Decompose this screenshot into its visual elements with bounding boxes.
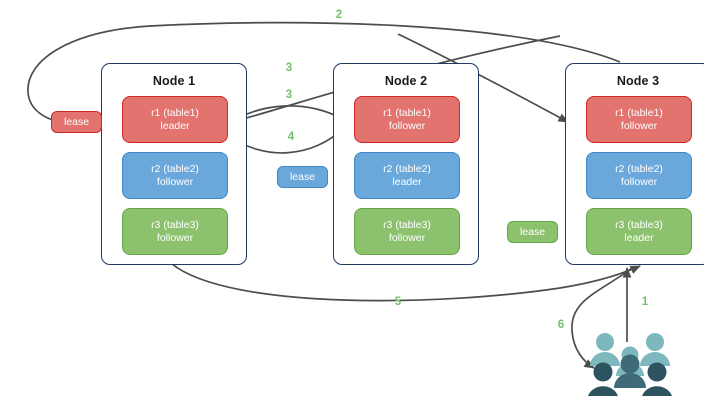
node-title-node3: Node 3 (616, 74, 660, 88)
replica-line1: r3 (table3) (383, 218, 431, 231)
replica-line1: r1 (table1) (383, 106, 431, 119)
node-box-node1[interactable]: Node 1 r1 (table1) leader r2 (table2) fo… (101, 63, 247, 265)
replica-line2: follower (388, 119, 426, 132)
replica-line2: follower (620, 119, 658, 132)
replica-line2: follower (156, 231, 194, 244)
replica-line2: follower (620, 175, 658, 188)
node-title-node1: Node 1 (152, 74, 196, 88)
node-box-node3[interactable]: Node 3 r1 (table1) follower r2 (table2) … (565, 63, 704, 265)
replica-line1: r3 (table3) (151, 218, 199, 231)
replica-line2: leader (624, 231, 654, 244)
replica-line1: r2 (table2) (615, 162, 663, 175)
edge-label-6: 6 (557, 319, 565, 331)
replica-node1-r3[interactable]: r3 (table3) follower (122, 208, 228, 255)
replica-node2-r3[interactable]: r3 (table3) follower (354, 208, 460, 255)
node-box-node2[interactable]: Node 2 r1 (table1) follower r2 (table2) … (333, 63, 479, 265)
replica-line1: r2 (table2) (151, 162, 199, 175)
replica-node2-r1[interactable]: r1 (table1) follower (354, 96, 460, 143)
edge-label-2: 2 (335, 9, 343, 21)
replica-node3-r2[interactable]: r2 (table2) follower (586, 152, 692, 199)
replica-line2: follower (156, 175, 194, 188)
replica-line2: leader (392, 175, 422, 188)
edge-label-3b: 3 (285, 89, 293, 101)
replica-node1-r2[interactable]: r2 (table2) follower (122, 152, 228, 199)
replica-line1: r2 (table2) (383, 162, 431, 175)
replica-node2-r2[interactable]: r2 (table2) leader (354, 152, 460, 199)
replica-line1: r1 (table1) (151, 106, 199, 119)
replica-line2: follower (388, 231, 426, 244)
replica-line1: r1 (table1) (615, 106, 663, 119)
edge-label-1: 1 (641, 296, 649, 308)
edge-label-5: 5 (394, 296, 402, 308)
lease-box-blue[interactable]: lease (277, 166, 328, 188)
replica-line1: r3 (table3) (615, 218, 663, 231)
lease-box-red[interactable]: lease (51, 111, 102, 133)
replica-node3-r3[interactable]: r3 (table3) leader (586, 208, 692, 255)
edge-label-3a: 3 (285, 62, 293, 74)
lease-box-green[interactable]: lease (507, 221, 558, 243)
edge-label-4: 4 (287, 131, 295, 143)
node-title-node2: Node 2 (384, 74, 428, 88)
replica-line2: leader (160, 119, 190, 132)
replica-node1-r1[interactable]: r1 (table1) leader (122, 96, 228, 143)
replica-node3-r1[interactable]: r1 (table1) follower (586, 96, 692, 143)
users-group-icon (588, 333, 672, 396)
